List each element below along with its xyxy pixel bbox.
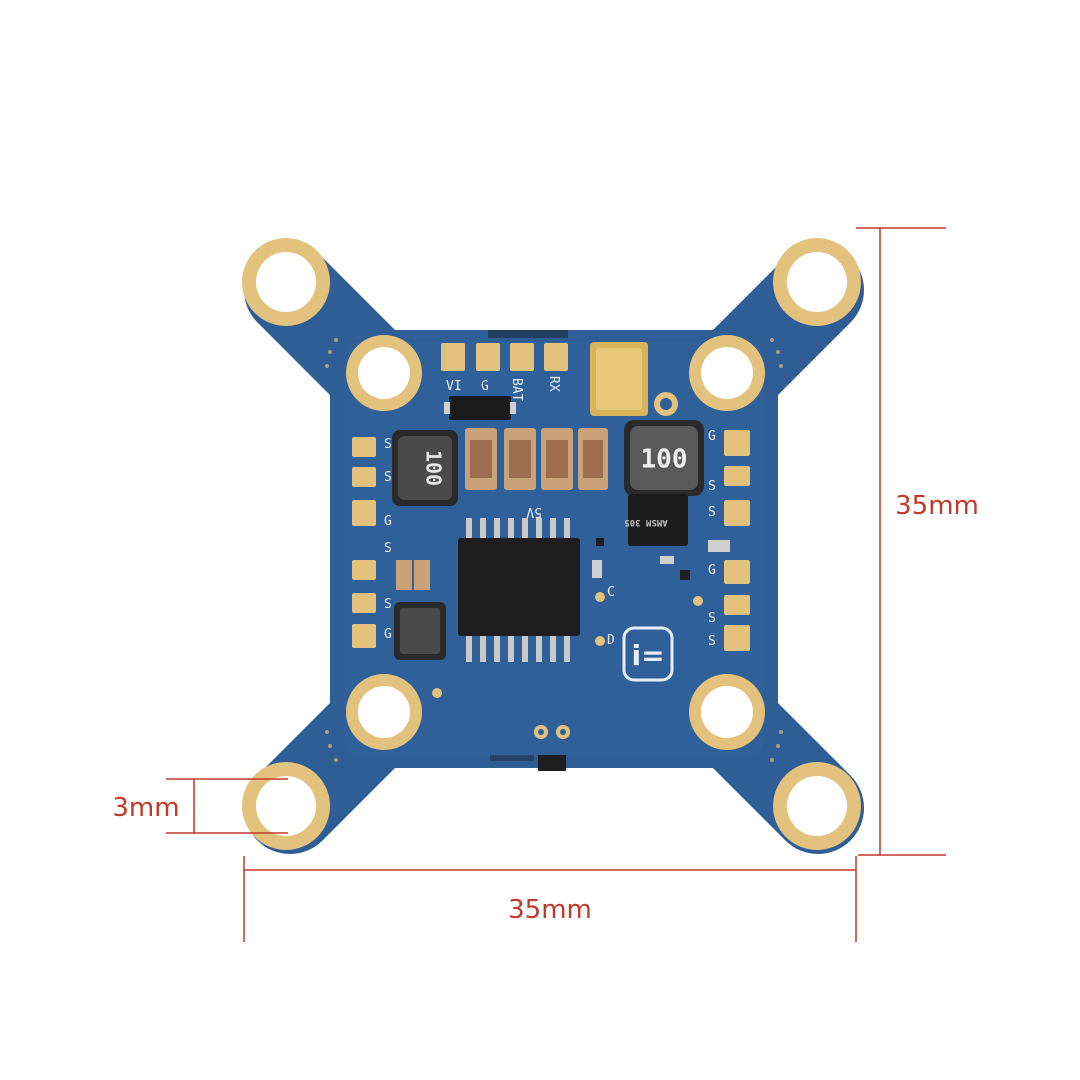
inductor-right-label: 100 [641,445,688,475]
silk-bat: BAT [509,378,524,402]
height-dimension: 35mm [856,227,979,856]
transistor-component [449,396,511,420]
left-side-pads [352,437,376,648]
silk-g-top: G [481,379,489,394]
bottom-connector [538,755,566,771]
silk-5v: 5V [526,504,542,519]
logo-text: i= [631,639,664,672]
silk-right-s4: S [708,634,716,649]
outer-mount-hole-bottom-left [242,762,330,850]
bottom-vias [534,725,570,739]
hole-dimension: 3mm [112,778,288,834]
small-left-components [394,560,446,660]
inductor-left-label: 100 [422,450,446,486]
top-solder-pads [441,343,568,371]
inner-mount-hole-top-right [689,335,765,411]
silk-right-s3: S [708,611,716,626]
inductor-left: 100 [392,430,458,506]
inner-mount-hole-top-left [346,335,422,411]
outer-mount-hole-top-left [242,238,330,326]
silk-c: C [607,585,615,600]
silk-right-g1: G [708,429,716,444]
inductor-right: 100 [624,420,704,496]
silk-left-s1: S [384,437,392,452]
small-smd-parts [432,392,730,698]
silk-left-g2: G [384,627,392,642]
height-label: 35mm [895,491,979,521]
inner-mount-hole-bottom-left [346,674,422,750]
width-label: 35mm [508,895,592,925]
silkscreen-labels: VI G BAT RX 5V C D S S G S S G G S S G S… [384,376,716,649]
silk-left-s3: S [384,541,392,556]
pcb-board: 100 100 AMSM 305 [242,238,864,854]
inner-mount-hole-bottom-right [689,674,765,750]
main-ic-chip [458,518,580,662]
outer-mount-hole-top-right [773,238,861,326]
regulator-chip: AMSM 305 [624,494,688,546]
capacitors [465,428,608,490]
dimension-annotations: 35mm 35mm 3mm [112,227,979,942]
silk-d: D [607,633,615,648]
width-dimension: 35mm [243,856,857,942]
silk-rx: RX [546,376,561,392]
silk-vi: VI [446,379,462,394]
silk-left-s2: S [384,470,392,485]
via-dots [325,338,783,762]
gold-shield-component [590,342,648,416]
board-logo: i= [622,626,674,682]
outer-mount-hole-bottom-right [773,762,861,850]
regulator-label: AMSM 305 [624,517,667,527]
right-side-pads [724,430,750,651]
silk-right-s2: S [708,505,716,520]
silk-left-g1: G [384,514,392,529]
hole-label: 3mm [112,793,179,823]
silk-right-g2: G [708,563,716,578]
silk-left-s4: S [384,597,392,612]
silk-right-s1: S [708,479,716,494]
